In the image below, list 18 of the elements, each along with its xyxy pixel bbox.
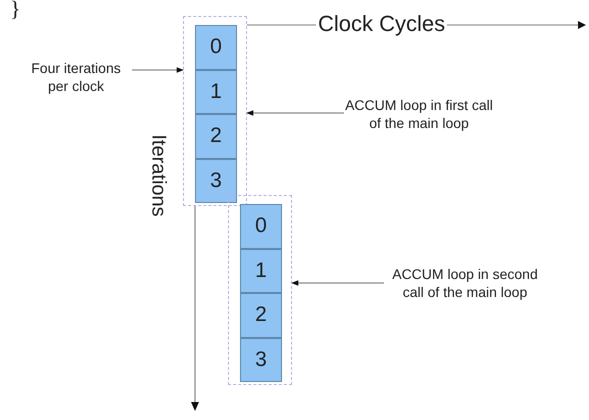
arrow — [246, 110, 344, 116]
iteration-cell: 1 — [195, 70, 237, 114]
annotation-text: Four iterations per clock — [20, 60, 132, 95]
iteration-cell: 0 — [195, 25, 237, 70]
arrow — [291, 280, 384, 286]
dashed-group-outline — [228, 195, 292, 385]
brace-symbol: } — [10, 0, 21, 22]
iteration-cell: 2 — [195, 114, 237, 158]
annotation-text: ACCUM loop in second call of the main loop — [384, 266, 546, 301]
dashed-group-outline — [183, 16, 247, 206]
iteration-cell: 0 — [240, 204, 282, 248]
annotation-text: ACCUM loop in first call of the main loop — [344, 97, 494, 132]
iteration-cell: 2 — [240, 293, 282, 338]
iteration-cell: 3 — [240, 338, 282, 382]
iteration-cell: 1 — [240, 248, 282, 293]
arrow — [132, 67, 184, 73]
iteration-cell: 3 — [195, 158, 237, 203]
axis-title: Iterations — [146, 134, 170, 217]
